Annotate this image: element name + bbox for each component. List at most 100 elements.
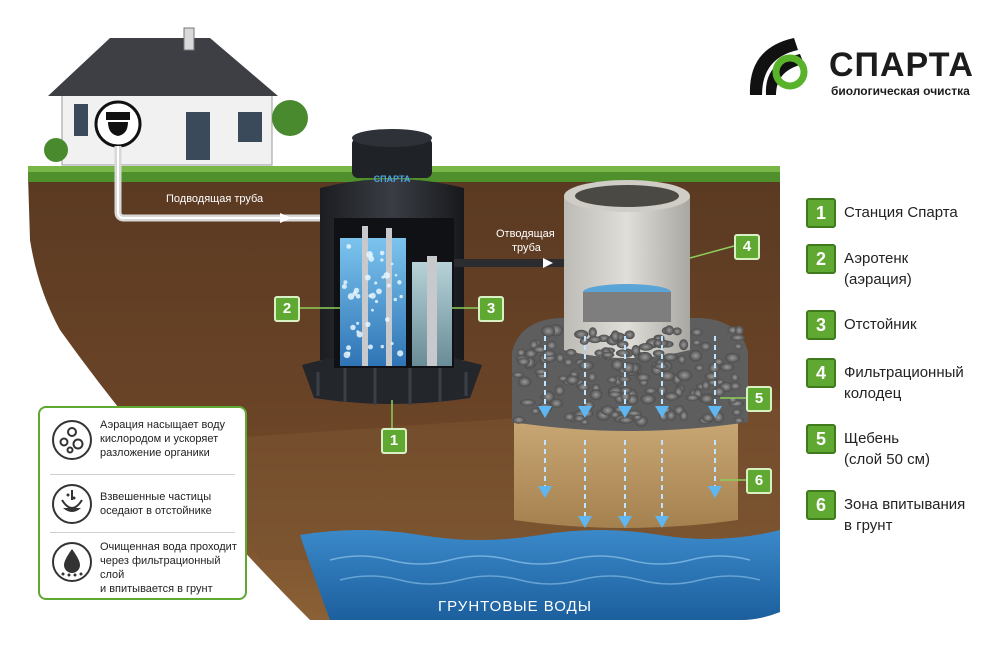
tank-bottom-ribs (316, 362, 468, 405)
gravel-stone (713, 386, 725, 398)
legend-label: (слой 50 см) (844, 451, 930, 468)
inlet-pipe-label: Подводящая труба (166, 193, 264, 205)
flow-arrow-icon (578, 516, 592, 528)
gravel-stone (554, 385, 565, 396)
gravel-stone (589, 389, 603, 401)
air-bubble (346, 244, 352, 249)
air-bubble (384, 317, 390, 322)
gravel-stone (704, 372, 719, 381)
legend-label: Зона впитывания (844, 496, 966, 513)
gravel-stone (550, 398, 563, 409)
outlet-pipe-label-1: Отводящая (496, 228, 555, 240)
gravel-stone (734, 325, 744, 336)
gravel-stone (640, 394, 656, 405)
gravel-stone (546, 340, 557, 350)
air-bubble (374, 281, 378, 285)
gravel-stone (685, 394, 700, 402)
brand-name: СПАРТА (829, 46, 974, 84)
flow-arrow-icon (578, 406, 592, 418)
air-bubble (356, 331, 363, 338)
info-text: Аэрация насыщает воду (100, 419, 226, 431)
air-bubble (364, 274, 371, 281)
info-text: Взвешенные частицы (100, 491, 212, 503)
house-window (74, 104, 88, 136)
air-bubble (347, 293, 355, 300)
air-bubble (343, 280, 348, 285)
gravel-stone (664, 325, 675, 336)
info-text: кислородом и ускоряет (100, 433, 219, 445)
gravel-stone (624, 330, 635, 340)
marker-leaders (298, 245, 746, 481)
marker-2: 2 (274, 296, 300, 322)
air-bubble (350, 324, 356, 331)
legend-label: (аэрация) (844, 271, 912, 288)
gravel-stone (573, 414, 586, 422)
gravel-stone (532, 346, 548, 353)
legend-badge: 5 (806, 424, 836, 454)
info-text: и впитывается в грунт (100, 583, 213, 595)
gravel-stone (679, 410, 688, 422)
gravel-stone (555, 353, 565, 363)
legend-badge: 2 (806, 244, 836, 274)
sparta-tank (302, 129, 482, 405)
air-bubble (346, 345, 352, 351)
gravel-stone (653, 339, 663, 347)
groundwater-label: ГРУНТОВЫЕ ВОДЫ (438, 598, 593, 615)
flow-arrow-icon (538, 406, 552, 418)
brand-subtitle: биологическая очистка (831, 84, 970, 98)
bubbles-icon (52, 420, 92, 460)
gravel-stone (677, 354, 686, 364)
air-bubble (370, 308, 374, 312)
gravel-stone (610, 411, 620, 419)
gravel-stone (663, 353, 678, 362)
air-bubble (383, 272, 391, 279)
gravel-stone (617, 375, 632, 383)
gravel-stone (700, 393, 714, 404)
gravel-stone (611, 358, 624, 371)
gravel-stone (637, 351, 653, 363)
gravel-stone (588, 336, 602, 344)
gravel-stone (708, 362, 720, 374)
marker-6: 6 (746, 468, 772, 494)
legend-badge: 4 (806, 358, 836, 388)
air-bubble (390, 341, 394, 346)
gravel-stone (588, 327, 597, 338)
air-bubble (369, 292, 376, 299)
gravel-stone (672, 327, 682, 336)
legend-label: Щебень (844, 430, 900, 447)
air-bubble (353, 287, 360, 294)
inlet-arrow (280, 213, 292, 223)
gravel-stone (725, 352, 741, 363)
flow-arrow-icon (655, 516, 669, 528)
house-roof (48, 38, 278, 96)
filtration-well (564, 180, 690, 358)
house (44, 27, 308, 166)
air-bubble (379, 250, 385, 256)
gravel-stone (574, 329, 589, 339)
info-row: Очищенная вода проходит через фильтрацио… (48, 538, 240, 595)
gravel-stone (688, 349, 703, 362)
gravel-stone (517, 357, 530, 366)
flow-arrow-icon (655, 406, 669, 418)
house-wall (61, 94, 273, 166)
air-bubble (367, 344, 373, 350)
groundwater-waves (329, 555, 751, 565)
gravel-stone (692, 339, 702, 346)
gravel-stone (615, 349, 631, 357)
marker-3: 3 (478, 296, 504, 322)
house-window (238, 112, 262, 142)
gravel-stone (541, 325, 556, 337)
air-bubble (355, 293, 361, 299)
info-text: Очищенная вода проходит (100, 541, 237, 553)
gravel-stone (700, 342, 712, 351)
legend-label: Станция Спарта (844, 204, 958, 221)
air-bubble (376, 288, 382, 295)
air-bubble (397, 350, 404, 357)
gravel-stone (730, 334, 746, 341)
air-bubble (393, 297, 397, 302)
gravel-stone (733, 343, 743, 350)
air-bubble (346, 351, 351, 356)
gravel-stone (659, 370, 676, 381)
gravel-stone (636, 373, 651, 382)
air-bubble (341, 283, 347, 289)
